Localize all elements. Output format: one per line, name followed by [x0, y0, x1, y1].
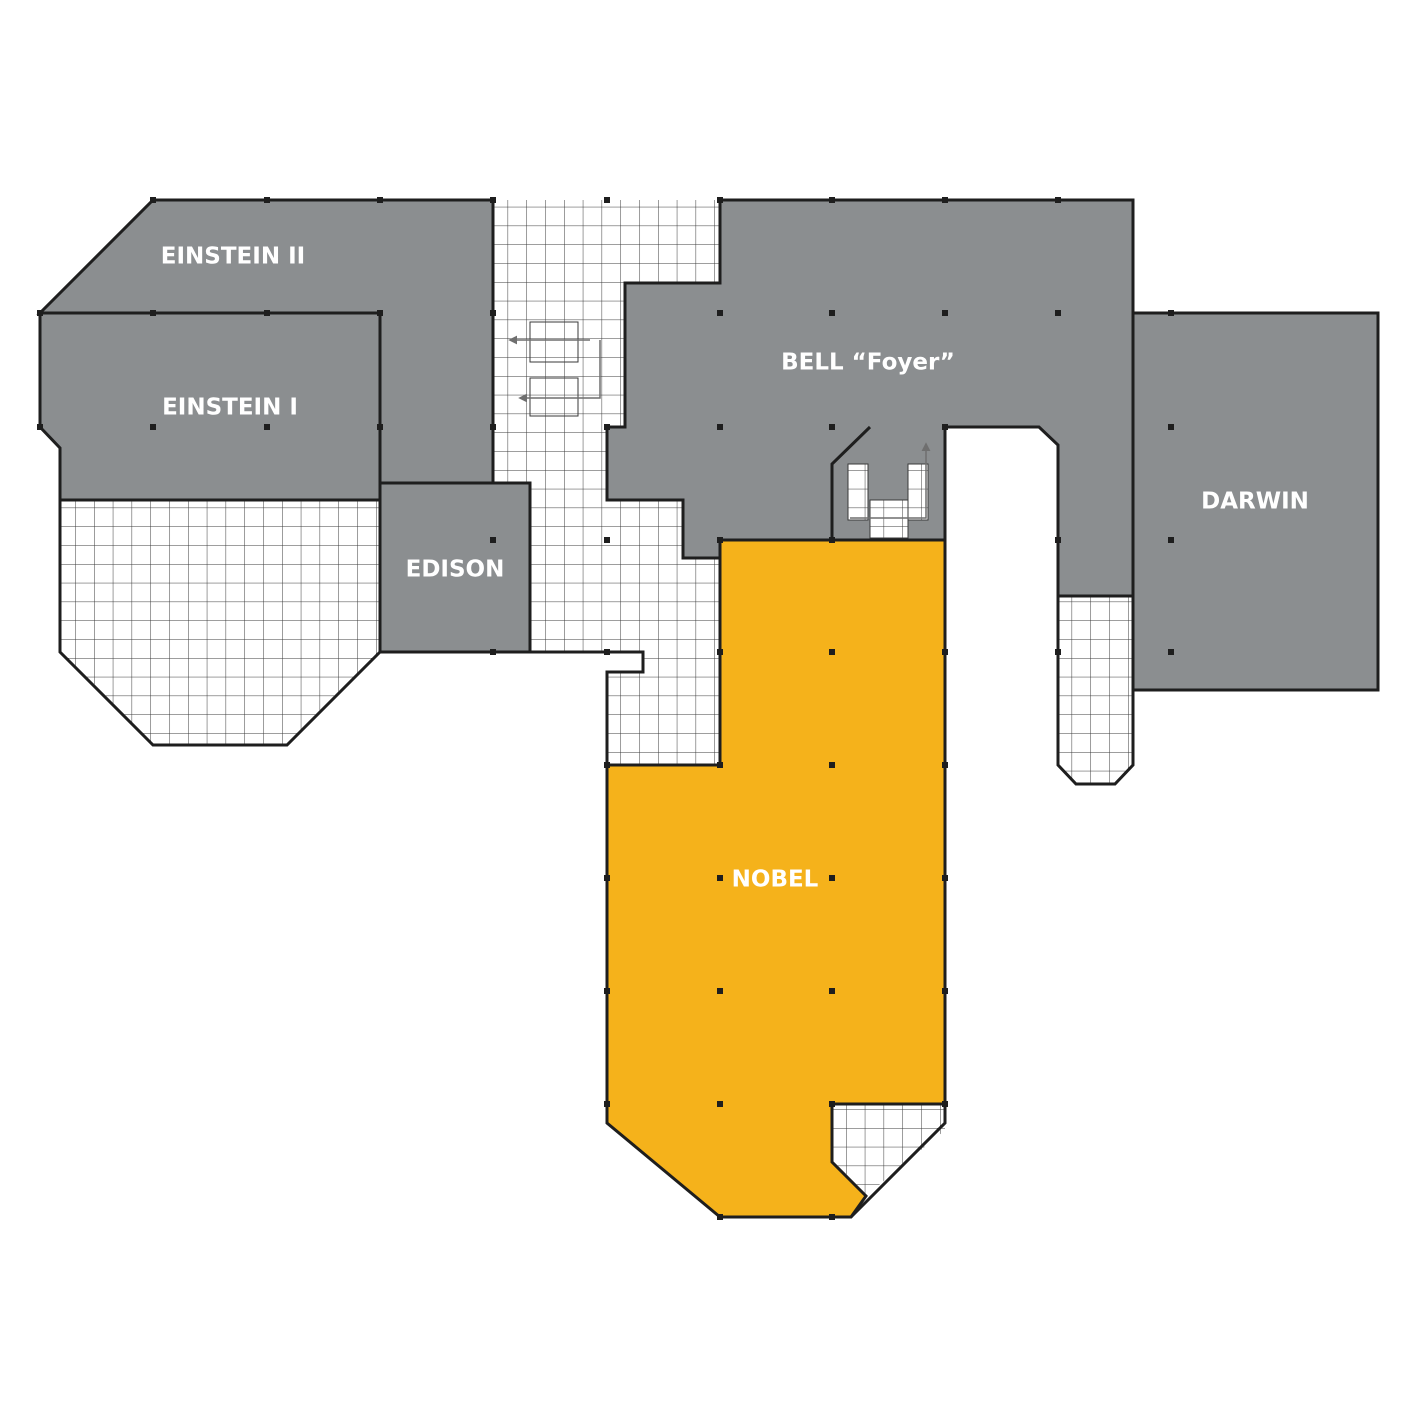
label-nobel: NOBEL [732, 867, 819, 893]
label-darwin: DARWIN [1201, 489, 1309, 515]
column-marker [942, 1101, 948, 1107]
column-marker [604, 762, 610, 768]
column-marker [829, 762, 835, 768]
column-marker [377, 197, 383, 203]
column-marker [604, 1101, 610, 1107]
column-marker [1168, 537, 1174, 543]
column-marker [717, 762, 723, 768]
column-marker [490, 424, 496, 430]
column-marker [717, 1214, 723, 1220]
column-marker [942, 762, 948, 768]
column-marker [490, 197, 496, 203]
column-marker [150, 424, 156, 430]
column-marker [717, 537, 723, 543]
column-marker [377, 424, 383, 430]
column-marker [377, 310, 383, 316]
column-marker [942, 424, 948, 430]
column-marker [150, 197, 156, 203]
column-marker [1168, 424, 1174, 430]
column-marker [604, 875, 610, 881]
column-marker [829, 537, 835, 543]
column-marker [942, 310, 948, 316]
staircase-icon [508, 321, 601, 417]
column-marker [490, 310, 496, 316]
column-marker [829, 424, 835, 430]
column-marker [717, 310, 723, 316]
column-marker [942, 649, 948, 655]
column-marker [604, 424, 610, 430]
column-marker [717, 197, 723, 203]
column-marker [264, 424, 270, 430]
column-marker [717, 875, 723, 881]
column-marker [829, 1101, 835, 1107]
column-marker [829, 197, 835, 203]
column-marker [604, 537, 610, 543]
column-marker [1055, 197, 1061, 203]
wall-outlines [58, 425, 1135, 1219]
column-marker [829, 988, 835, 994]
column-marker [829, 649, 835, 655]
column-marker [829, 1214, 835, 1220]
label-einstein-2: EINSTEIN II [161, 244, 305, 270]
column-marker [490, 537, 496, 543]
column-marker [717, 424, 723, 430]
column-marker [490, 649, 496, 655]
room-darwin[interactable] [1131, 311, 1380, 692]
room-nobel[interactable] [605, 538, 947, 1219]
column-marker [717, 988, 723, 994]
column-marker [264, 197, 270, 203]
column-marker [1168, 649, 1174, 655]
column-marker [604, 197, 610, 203]
column-marker [37, 424, 43, 430]
column-marker [150, 310, 156, 316]
column-marker [604, 649, 610, 655]
column-marker [1055, 537, 1061, 543]
column-marker [1168, 310, 1174, 316]
column-marker [829, 310, 835, 316]
column-marker [717, 1101, 723, 1107]
staircase-icon [847, 442, 931, 539]
column-marker [942, 988, 948, 994]
column-marker [604, 988, 610, 994]
column-marker [1055, 310, 1061, 316]
column-marker [717, 649, 723, 655]
label-bell-foyer: BELL “Foyer” [781, 350, 955, 376]
column-marker [942, 875, 948, 881]
column-marker [1055, 649, 1061, 655]
column-marker [829, 875, 835, 881]
column-marker [37, 310, 43, 316]
structural-columns [37, 197, 1174, 1220]
column-marker [942, 197, 948, 203]
label-edison: EDISON [406, 557, 505, 583]
label-einstein-1: EINSTEIN I [162, 395, 298, 421]
column-marker [264, 310, 270, 316]
